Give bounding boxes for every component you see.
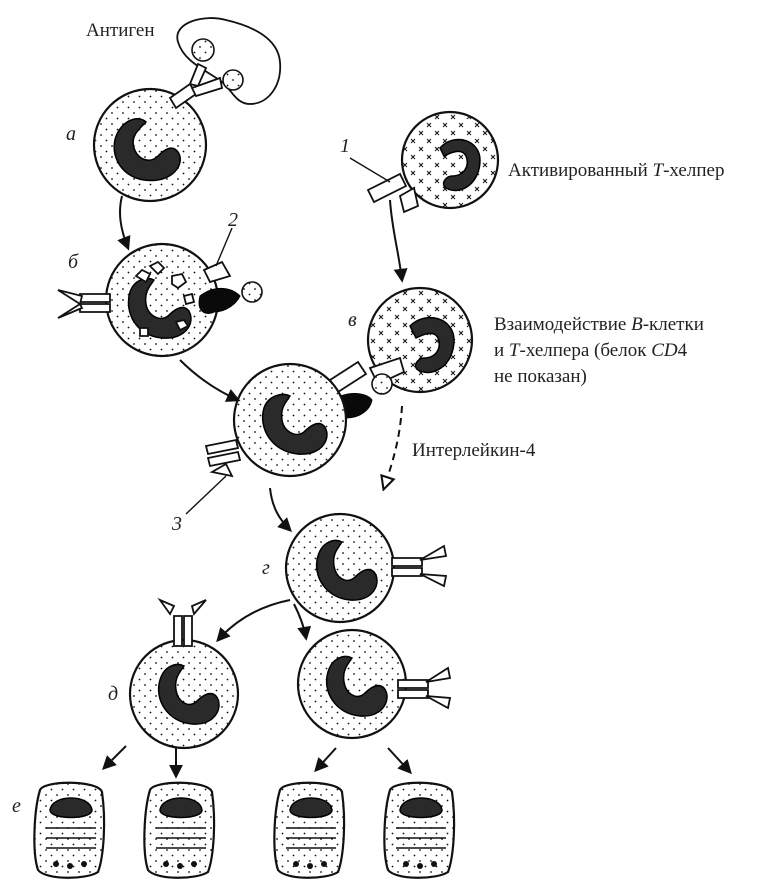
letter-e: е (12, 795, 21, 817)
bcr-receptor-a (168, 62, 224, 110)
plasma-cell-1 (33, 781, 106, 879)
bcr-receptor-center (204, 438, 242, 478)
b-cell-a (92, 62, 224, 203)
t-helper-v (328, 286, 474, 419)
antigen-particle (176, 17, 281, 105)
letter-d: д (108, 683, 118, 705)
plasma-cell-4 (383, 781, 456, 879)
bcr-receptor-b (57, 289, 111, 319)
b-cell-right (296, 628, 452, 740)
antigen-fragments (134, 260, 196, 337)
bcr-receptor-g (391, 544, 448, 588)
bcr-receptor-d (157, 597, 207, 647)
number-2: 2 (228, 209, 238, 231)
letter-a: а (66, 123, 76, 145)
number-3: 3 (171, 513, 182, 535)
activated-t-helper (366, 110, 500, 214)
letter-v: в (348, 309, 357, 331)
label-activated-t-helper: Активированный T-хелпер (508, 160, 724, 181)
plasma-cell-2 (143, 781, 216, 879)
label-interaction-line3: не показан) (494, 366, 587, 387)
b-cell-center (204, 362, 348, 478)
b-cell-g (284, 512, 448, 624)
mhc-ii-b (198, 260, 263, 314)
interleukin-arrow (384, 405, 403, 488)
b-cell-d (128, 597, 240, 750)
number-1: 1 (340, 135, 350, 157)
arrows (102, 195, 412, 779)
label-antigen: Антиген (86, 20, 155, 41)
label-interaction-line2: и T-хелпера (белок CD4 (494, 340, 688, 361)
letter-g: г (262, 557, 270, 579)
letter-b: б (68, 251, 79, 273)
b-cell-b (57, 242, 263, 358)
plasma-cell-3 (273, 781, 346, 879)
label-interaction-line1: Взаимодействие B-клетки (494, 314, 704, 335)
label-interleukin: Интерлейкин-4 (412, 440, 536, 461)
bcr-receptor-right (397, 666, 452, 710)
tcr-receptor-1 (366, 172, 420, 214)
